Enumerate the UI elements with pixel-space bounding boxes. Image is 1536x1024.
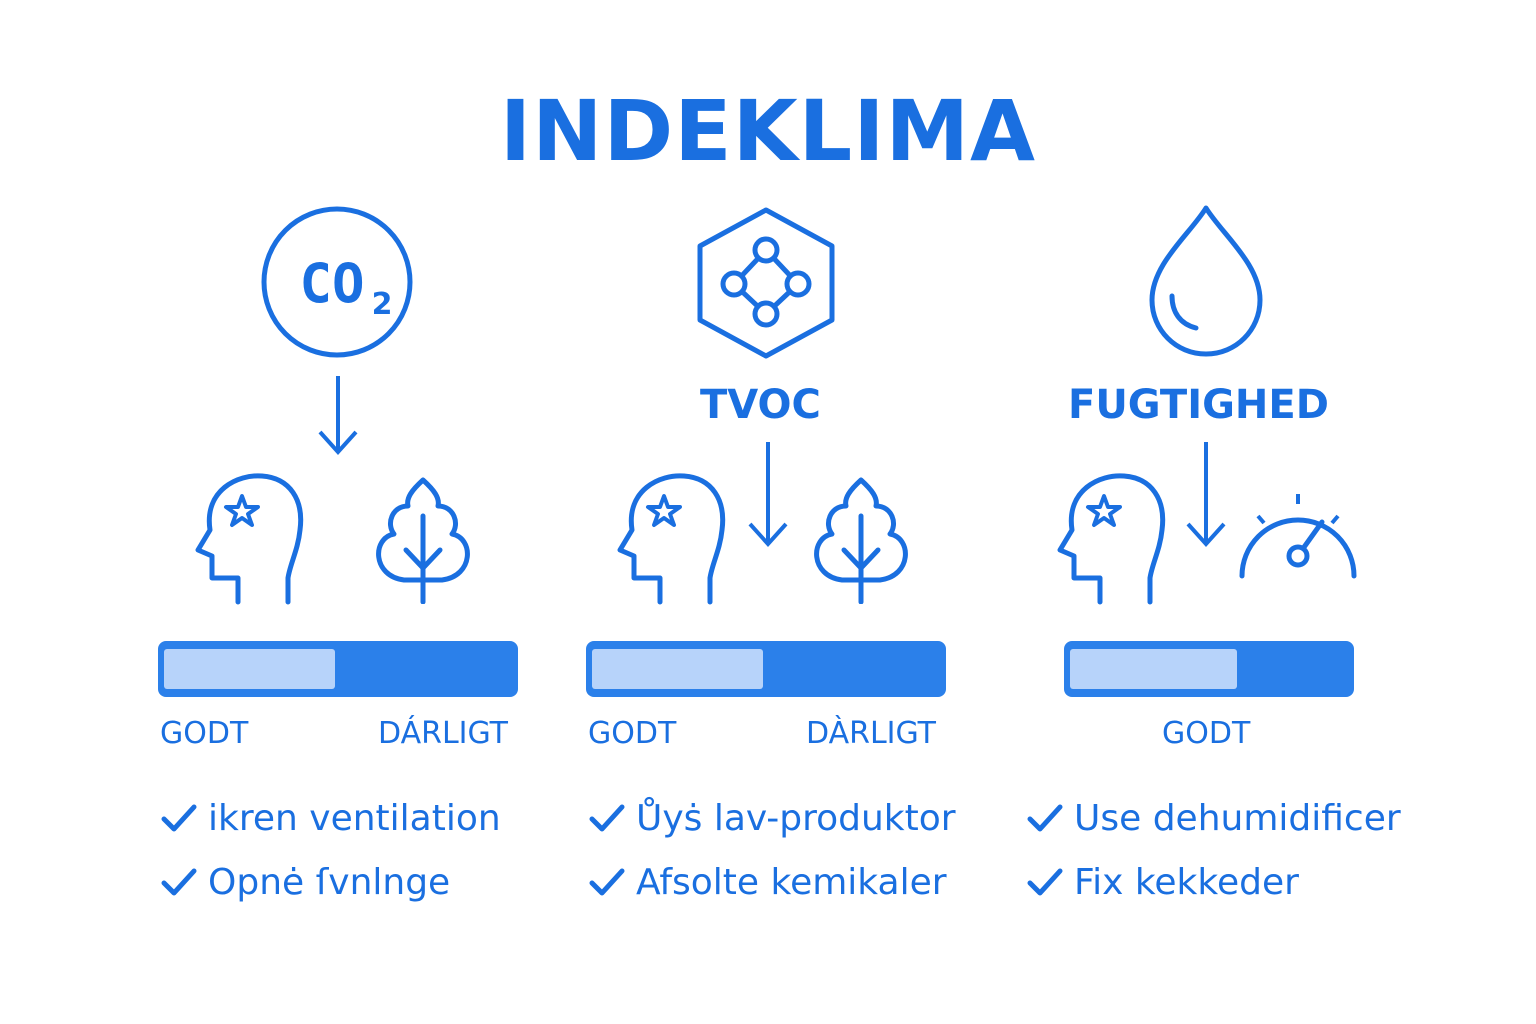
checkmark-icon (161, 868, 197, 896)
head-star-icon (617, 473, 726, 605)
list-item: Afsolte kemikaler (588, 850, 956, 914)
tip-text: Use dehumidificer (1074, 797, 1401, 839)
co2-icon-subscript: 2 (372, 287, 393, 322)
arrow-down-icon (318, 376, 358, 455)
list-item: ikren ventilation (160, 786, 501, 850)
checkmark-icon (589, 804, 625, 832)
list-item: Fix kekkeder (1026, 850, 1401, 914)
checkmark-icon (161, 804, 197, 832)
checkmark-icon (1027, 804, 1063, 832)
tvoc-level-fill (592, 649, 763, 689)
tvoc-scale-bad: DÀRLIGT (806, 716, 937, 751)
co2-level-fill (164, 649, 335, 689)
list-item: Opnė ſvnlnge (160, 850, 501, 914)
list-item: Ůyṡ lav-produktor (588, 786, 956, 850)
tvoc-scale-good: GODT (588, 716, 677, 751)
page-title: INDEKLIMA (499, 82, 1037, 180)
humidity-label: FUGTIGHED (1068, 382, 1329, 428)
tvoc-column: TVOC GODT DÀRLIGT Ůyṡ lav-produktor Afso… (586, 207, 956, 914)
co2-level-bar (158, 641, 518, 697)
molecule-hexagon-icon (697, 207, 835, 359)
tip-text: Fix kekkeder (1074, 861, 1299, 903)
tip-text: Afsolte kemikaler (636, 861, 947, 903)
tvoc-label: TVOC (700, 382, 821, 428)
leaf-tree-icon (376, 477, 470, 604)
co2-scale-good: GODT (160, 716, 249, 751)
head-star-icon (195, 473, 304, 605)
humidity-level-bar (1064, 641, 1354, 697)
checkmark-icon (589, 868, 625, 896)
tvoc-tips-list: Ůyṡ lav-produktor Afsolte kemikaler (588, 786, 956, 914)
tvoc-level-bar (586, 641, 946, 697)
humidity-level-fill (1070, 649, 1237, 689)
checkmark-icon (1027, 868, 1063, 896)
co2-scale-bad: DÁRLIGT (378, 716, 509, 751)
co2-circle-icon: CO 2 (261, 206, 413, 358)
head-star-icon (1057, 473, 1166, 605)
co2-tips-list: ikren ventilation Opnė ſvnlnge (160, 786, 501, 914)
co2-icon-text: CO (299, 252, 364, 315)
co2-column: CO 2 GODT DÁRLIGT ikren ventilation Opnė… (0, 0, 540, 1024)
tip-text: Ůyṡ lav-produktor (636, 797, 956, 839)
leaf-tree-icon (814, 477, 908, 604)
water-drop-icon (1149, 205, 1263, 357)
tip-text: ikren ventilation (208, 797, 501, 839)
humidity-scale-good: GODT (1162, 716, 1251, 751)
list-item: Use dehumidificer (1026, 786, 1401, 850)
gauge-icon (1239, 494, 1357, 579)
humidity-tips-list: Use dehumidificer Fix kekkeder (1026, 786, 1401, 914)
arrow-down-icon (748, 442, 788, 547)
tip-text: Opnė ſvnlnge (208, 861, 451, 903)
arrow-down-icon (1186, 442, 1226, 547)
